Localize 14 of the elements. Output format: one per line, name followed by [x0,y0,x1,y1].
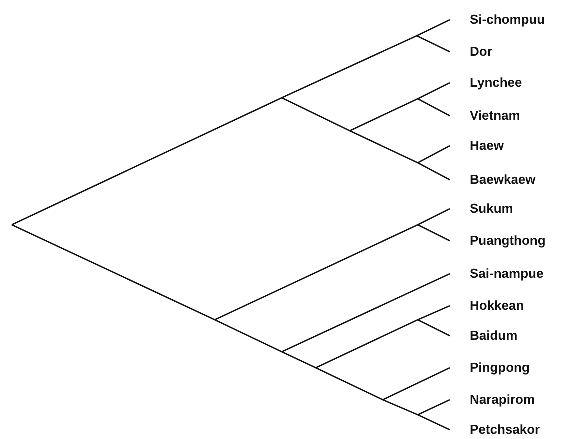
leaf-label: Dor [470,44,492,60]
leaf-label: Haew [470,138,504,154]
leaf-label: Sukum [470,201,514,217]
leaf-label: Petchsakor [470,422,540,438]
leaf-label: Pingpong [470,360,530,376]
leaf-label: Baewkaew [470,172,536,188]
leaf-label: Sai-nampue [470,266,544,282]
leaf-label: Puangthong [470,233,546,249]
leaf-label: Vietnam [470,108,520,124]
leaf-label: Narapirom [470,392,536,408]
leaf-label: Baidum [470,328,518,344]
leaf-label: Lynchee [470,75,522,91]
leaf-label: Hokkean [470,298,524,314]
leaf-label: Si-chompuu [470,12,546,28]
